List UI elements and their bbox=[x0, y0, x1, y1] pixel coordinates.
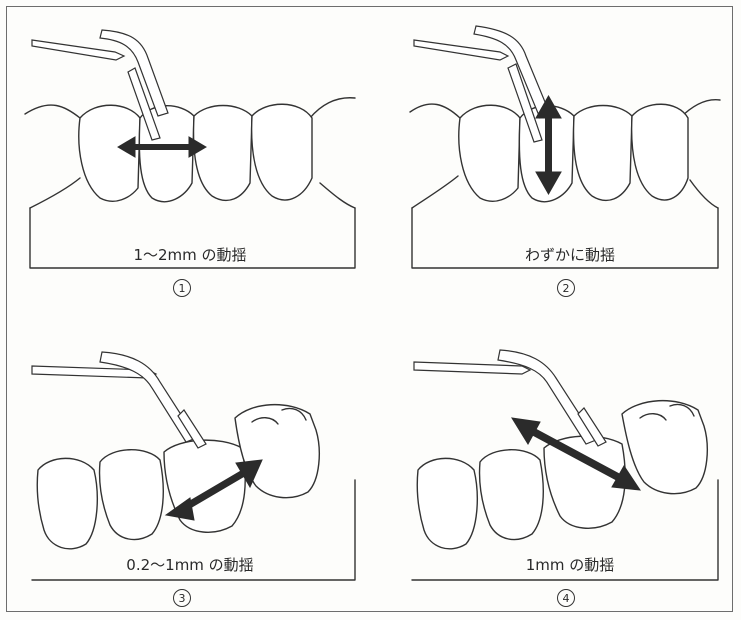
tooth bbox=[164, 440, 245, 532]
tooth bbox=[544, 436, 625, 528]
tooth bbox=[99, 450, 163, 540]
instrument-shaft bbox=[414, 40, 508, 60]
instrument-handle bbox=[100, 352, 196, 442]
tooth bbox=[632, 104, 688, 200]
panel-2: わずかに動揺 bbox=[400, 18, 740, 273]
panel-1-illustration bbox=[20, 18, 360, 273]
panel-2-illustration bbox=[400, 18, 725, 273]
panel-2-caption: わずかに動揺 bbox=[400, 244, 740, 265]
tooth bbox=[459, 105, 520, 201]
panel-3: 0.2〜1mm の動揺 bbox=[20, 330, 360, 585]
panel-1-caption: 1〜2mm の動揺 bbox=[20, 244, 360, 265]
tooth bbox=[194, 106, 252, 201]
panel-4: 1mm の動揺 bbox=[400, 330, 740, 585]
panel-2-number: 2 bbox=[554, 276, 578, 300]
tooth bbox=[252, 104, 312, 200]
instrument-handle bbox=[498, 350, 596, 444]
panel-4-number: 4 bbox=[554, 586, 578, 610]
instrument-shaft bbox=[414, 362, 530, 374]
tooth bbox=[574, 106, 632, 201]
tooth bbox=[417, 458, 477, 548]
panel-3-illustration bbox=[20, 330, 360, 585]
panel-3-caption: 0.2〜1mm の動揺 bbox=[20, 554, 360, 575]
tooth bbox=[479, 450, 543, 540]
panel-4-illustration bbox=[400, 330, 725, 585]
panel-3-number: 3 bbox=[170, 586, 194, 610]
panel-4-caption: 1mm の動揺 bbox=[400, 554, 740, 575]
instrument-shaft bbox=[32, 40, 124, 60]
tooth bbox=[622, 401, 707, 494]
panel-1-number: 1 bbox=[170, 276, 194, 300]
panel-1: 1〜2mm の動揺 bbox=[20, 18, 360, 273]
tooth bbox=[37, 458, 97, 548]
